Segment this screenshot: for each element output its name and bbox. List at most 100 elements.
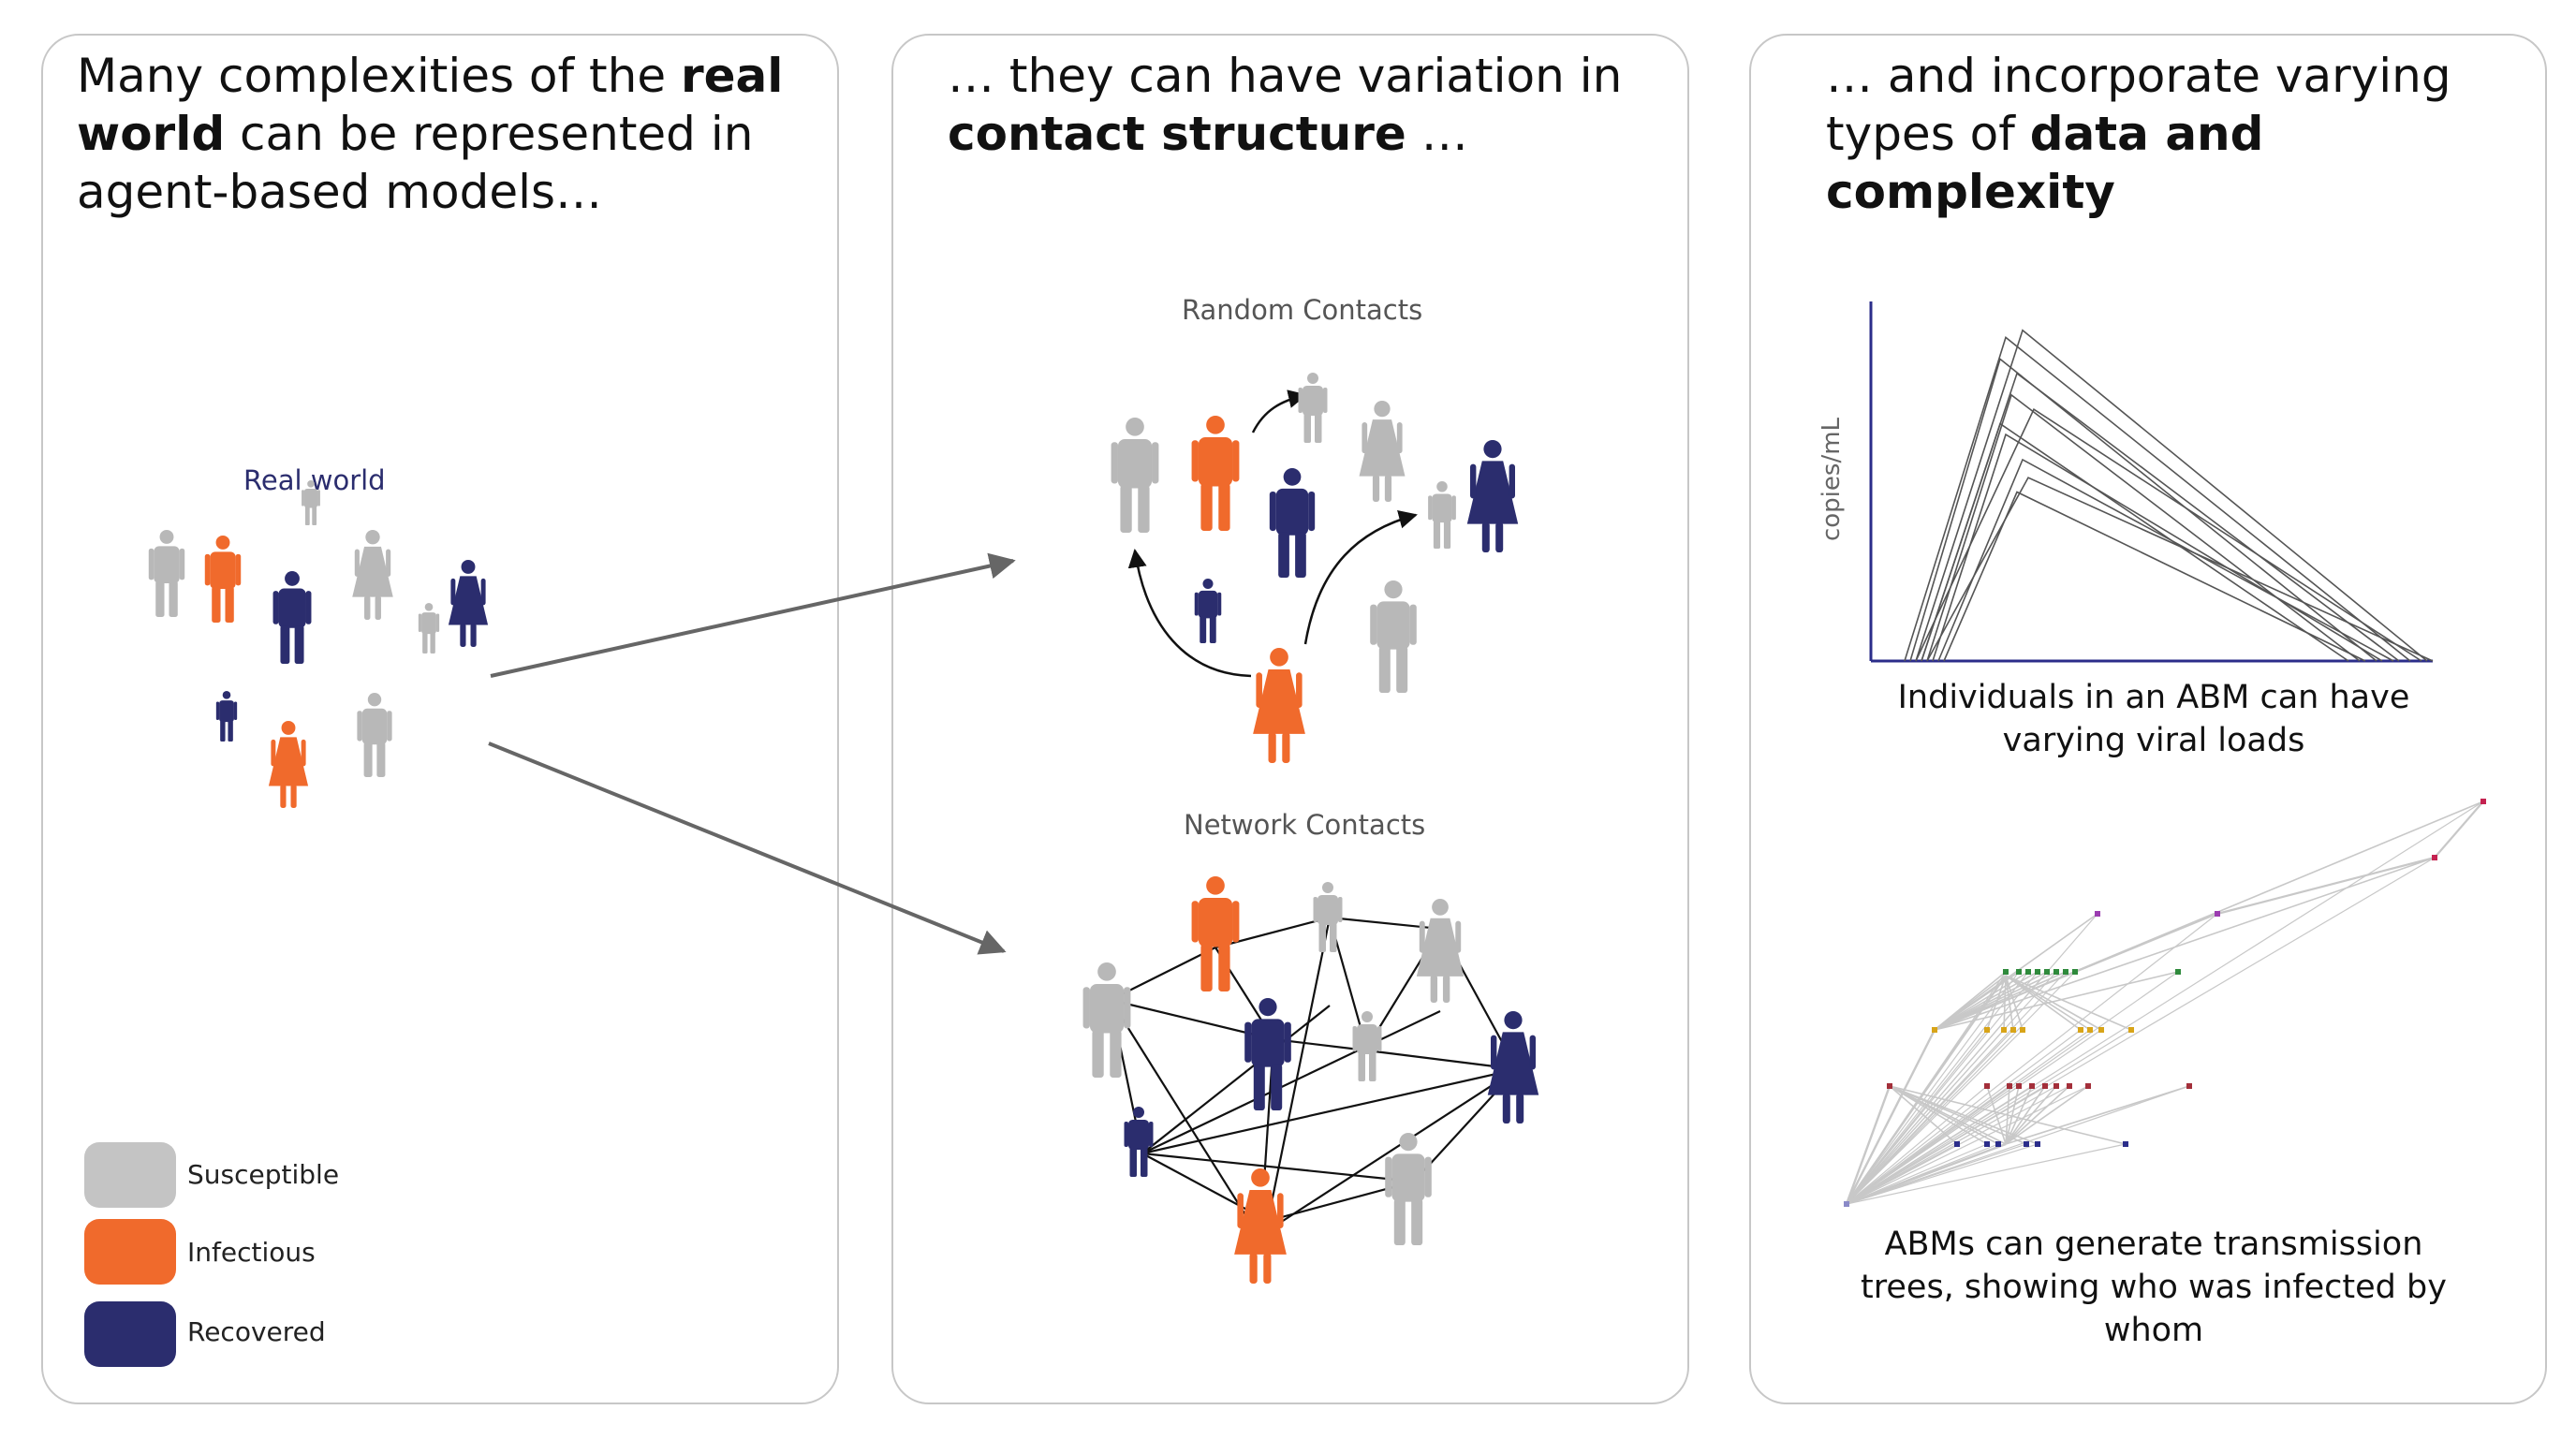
tree-node [2087, 1027, 2093, 1033]
person-susceptible [1352, 1011, 1382, 1081]
person-infectious [268, 721, 309, 808]
person-susceptible [302, 480, 320, 525]
tree-node [2042, 1083, 2048, 1089]
tree-node [2035, 969, 2040, 975]
person-recovered [1194, 579, 1222, 643]
person-susceptible [148, 530, 185, 617]
tree-edge [2003, 975, 2007, 1031]
random-contacts-label: Random Contacts [1182, 294, 1423, 326]
person-infectious [204, 536, 242, 623]
tree-edge [1889, 1085, 1999, 1145]
contact-arrow [1251, 389, 1307, 433]
tree-edge [1846, 800, 2484, 1205]
tree-edge [1934, 971, 2179, 1031]
tree-node [2067, 1083, 2072, 1089]
tree-edge [1846, 1085, 2020, 1205]
tree-node [2029, 1083, 2035, 1089]
tree-edge [1846, 1085, 2190, 1205]
person-susceptible [1370, 580, 1417, 693]
tree-node [2016, 969, 2022, 975]
tree-node [1984, 1027, 1990, 1033]
tree-node [2001, 1027, 2007, 1033]
tree-edge [1846, 1029, 1936, 1205]
tree-node [2098, 1027, 2104, 1033]
tree-edge [1846, 1029, 1988, 1205]
arrow-to-random-contacts [490, 552, 1016, 678]
chart-series-line [1926, 477, 2434, 662]
tree-node [2123, 1141, 2128, 1147]
tree-edge [2216, 856, 2436, 916]
person-susceptible [1111, 418, 1159, 533]
person-recovered [215, 691, 238, 742]
arrow-to-network-contacts [488, 742, 1007, 955]
tree-node [1954, 1141, 1960, 1147]
person-infectious [1234, 1168, 1287, 1284]
person-recovered [448, 560, 489, 647]
tree-edge [2005, 1085, 2089, 1145]
tree-node [2063, 969, 2068, 975]
chart-series-line [1943, 491, 2366, 662]
legend-swatch-infectious [84, 1219, 176, 1285]
panel-contact-structure-title: … they can have variation in contact str… [948, 49, 1623, 161]
person-recovered [1466, 440, 1519, 552]
tree-edge [2005, 1085, 2190, 1145]
chart-series-group [1904, 329, 2434, 662]
tree-node [2016, 1083, 2022, 1089]
legend-swatch-recovered [84, 1301, 176, 1367]
tree-node [2095, 911, 2100, 917]
person-susceptible [1313, 882, 1343, 952]
panel-real-world: Many complexities of the real world can … [41, 34, 839, 1404]
tree-edge [1846, 1143, 1958, 1205]
chart-series-line [1921, 422, 2349, 662]
tree-edge [2005, 975, 2132, 1031]
tree-node [1887, 1083, 1892, 1089]
person-recovered [272, 571, 312, 664]
tree-node [2186, 1083, 2192, 1089]
tree-edge [2005, 975, 2102, 1031]
tree-node [2025, 969, 2031, 975]
tree-edge [1846, 1143, 2039, 1205]
tree-edge [1846, 857, 2436, 1205]
tree-edge [1846, 1143, 1988, 1205]
tree-edge [1846, 1085, 1988, 1205]
chart-series-line [1926, 393, 2361, 662]
viral-load-chart: copies/mL [1818, 301, 2434, 663]
tree-node [2480, 799, 2486, 804]
contact-arrow [1303, 509, 1418, 645]
tree-node [1984, 1083, 1990, 1089]
person-infectious [1253, 648, 1305, 763]
tree-edge [2005, 975, 2014, 1031]
person-susceptible [1416, 899, 1465, 1003]
tree-edge [1846, 1029, 2014, 1205]
legend-swatch-susceptible [84, 1142, 176, 1208]
tree-edge [2434, 800, 2484, 859]
transmission-tree-caption: ABMs can generate transmission trees, sh… [1861, 1226, 2447, 1349]
tree-edge [1934, 800, 2484, 1031]
network-contacts-group [1082, 876, 1539, 1284]
tree-edge [1846, 1029, 2024, 1205]
tree-edge [2005, 975, 2091, 1031]
panel-real-world-title: Many complexities of the real world can … [77, 49, 784, 219]
tree-edge [1846, 1143, 2127, 1205]
tree-node [2078, 1027, 2083, 1033]
legend-label-susceptible: Susceptible [187, 1159, 340, 1190]
tree-edge [1846, 913, 2098, 1205]
tree-node [2035, 1141, 2040, 1147]
chart-series-line [1915, 408, 2422, 662]
person-infectious [1191, 416, 1240, 531]
tree-edge [1934, 971, 2029, 1031]
tree-node [2215, 911, 2220, 917]
legend-label-recovered: Recovered [187, 1316, 326, 1347]
tree-edge [1846, 913, 2218, 1205]
contact-arrow [1127, 549, 1252, 678]
chart-series-line [1915, 329, 2428, 662]
tree-edge [1846, 1085, 2057, 1205]
real-world-crowd [148, 480, 489, 808]
person-susceptible [418, 603, 440, 654]
person-recovered [1269, 468, 1316, 578]
transmission-tree [1844, 799, 2486, 1207]
person-susceptible [1428, 481, 1456, 549]
tree-edge [1934, 857, 2436, 1031]
tree-node [2175, 969, 2181, 975]
